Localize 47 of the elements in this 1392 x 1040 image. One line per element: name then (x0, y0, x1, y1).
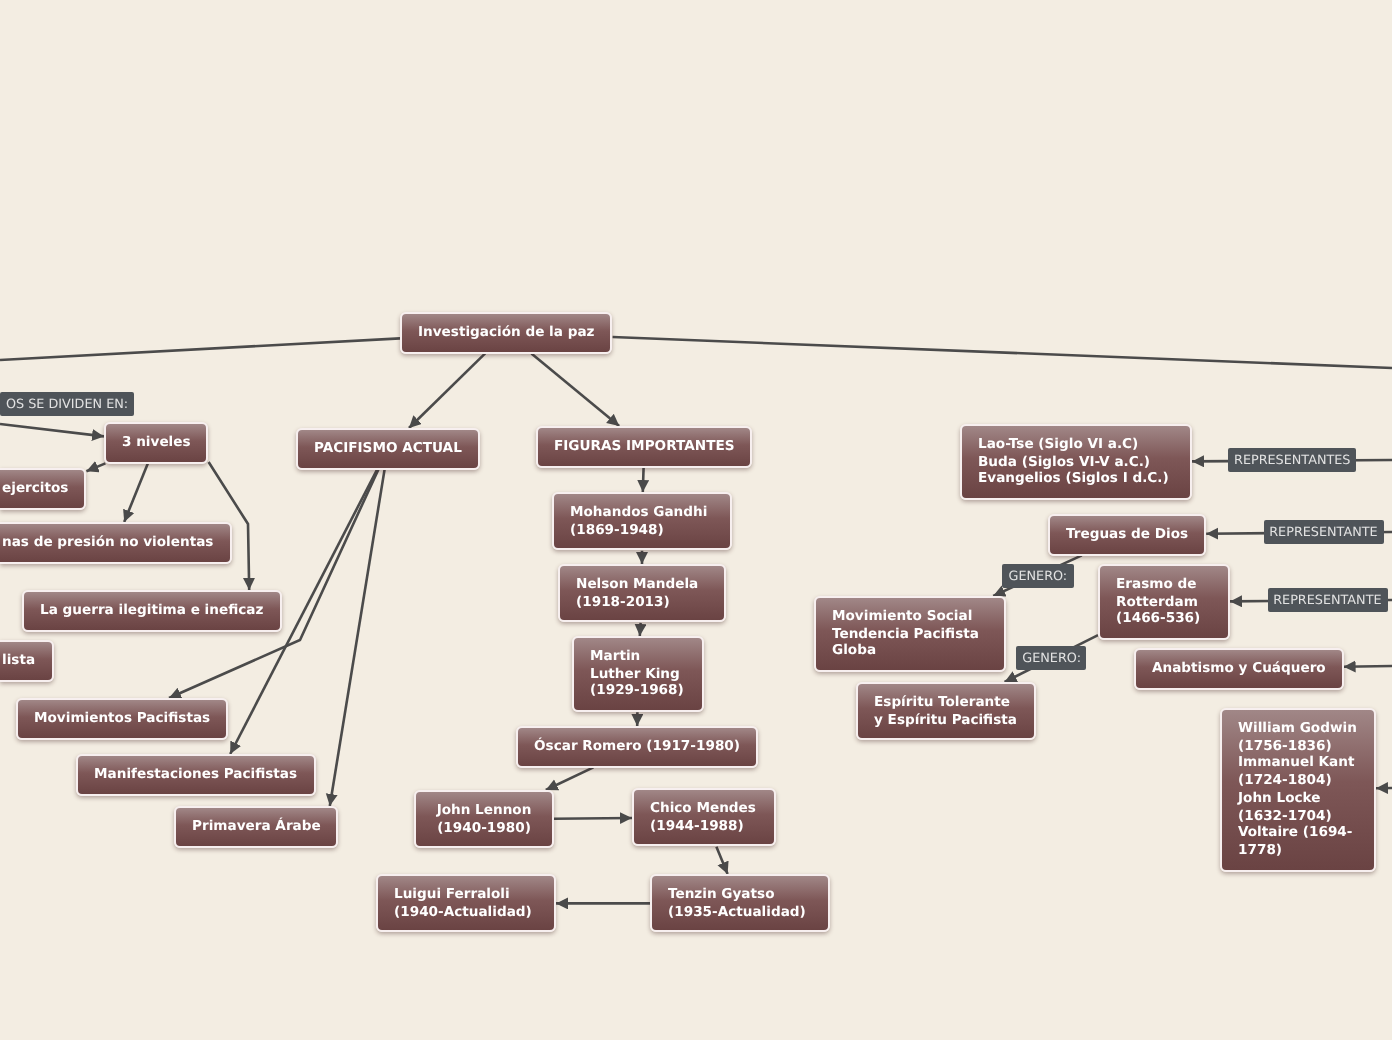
topic-box (0, 522, 232, 564)
arrow (1343, 660, 1392, 673)
topic-box (558, 564, 726, 623)
topic-box (536, 426, 753, 468)
arrow (634, 622, 647, 637)
arrow (545, 766, 594, 792)
topic-box (174, 806, 339, 848)
arrow (631, 712, 644, 726)
arrow (123, 462, 149, 523)
topic-box (516, 726, 759, 768)
arrow (408, 352, 487, 429)
topic-box (0, 640, 54, 682)
arrow (554, 812, 632, 825)
topic-box (650, 874, 830, 933)
connector-line (0, 337, 401, 362)
topic-box (1134, 648, 1344, 690)
topic-box (552, 492, 732, 551)
topic-box (296, 428, 480, 470)
topic-box (16, 698, 229, 740)
arrow (85, 461, 106, 473)
topic-box (76, 754, 316, 796)
connector-line (612, 335, 1392, 370)
topic-box (400, 312, 613, 354)
arrow (168, 468, 380, 700)
topic-box (572, 636, 704, 713)
arrow (637, 467, 650, 493)
topic-box (104, 422, 209, 464)
arrow (207, 461, 255, 591)
arrow (229, 468, 379, 755)
arrow (636, 550, 648, 564)
topic-box (632, 788, 776, 847)
topic-box (376, 874, 556, 933)
topic-box (1220, 708, 1376, 872)
arrow (1376, 782, 1392, 795)
topic-box (814, 596, 1006, 673)
topic-box (1048, 514, 1207, 556)
topic-box (960, 424, 1192, 501)
arrow (530, 352, 621, 427)
arrow (556, 897, 650, 910)
topic-box (0, 468, 87, 510)
arrow (325, 469, 386, 807)
arrow (0, 422, 105, 441)
topic-box (414, 790, 554, 849)
arrow (715, 846, 729, 875)
topic-box (1098, 564, 1230, 641)
topic-box (856, 682, 1036, 741)
topic-box (22, 590, 282, 632)
